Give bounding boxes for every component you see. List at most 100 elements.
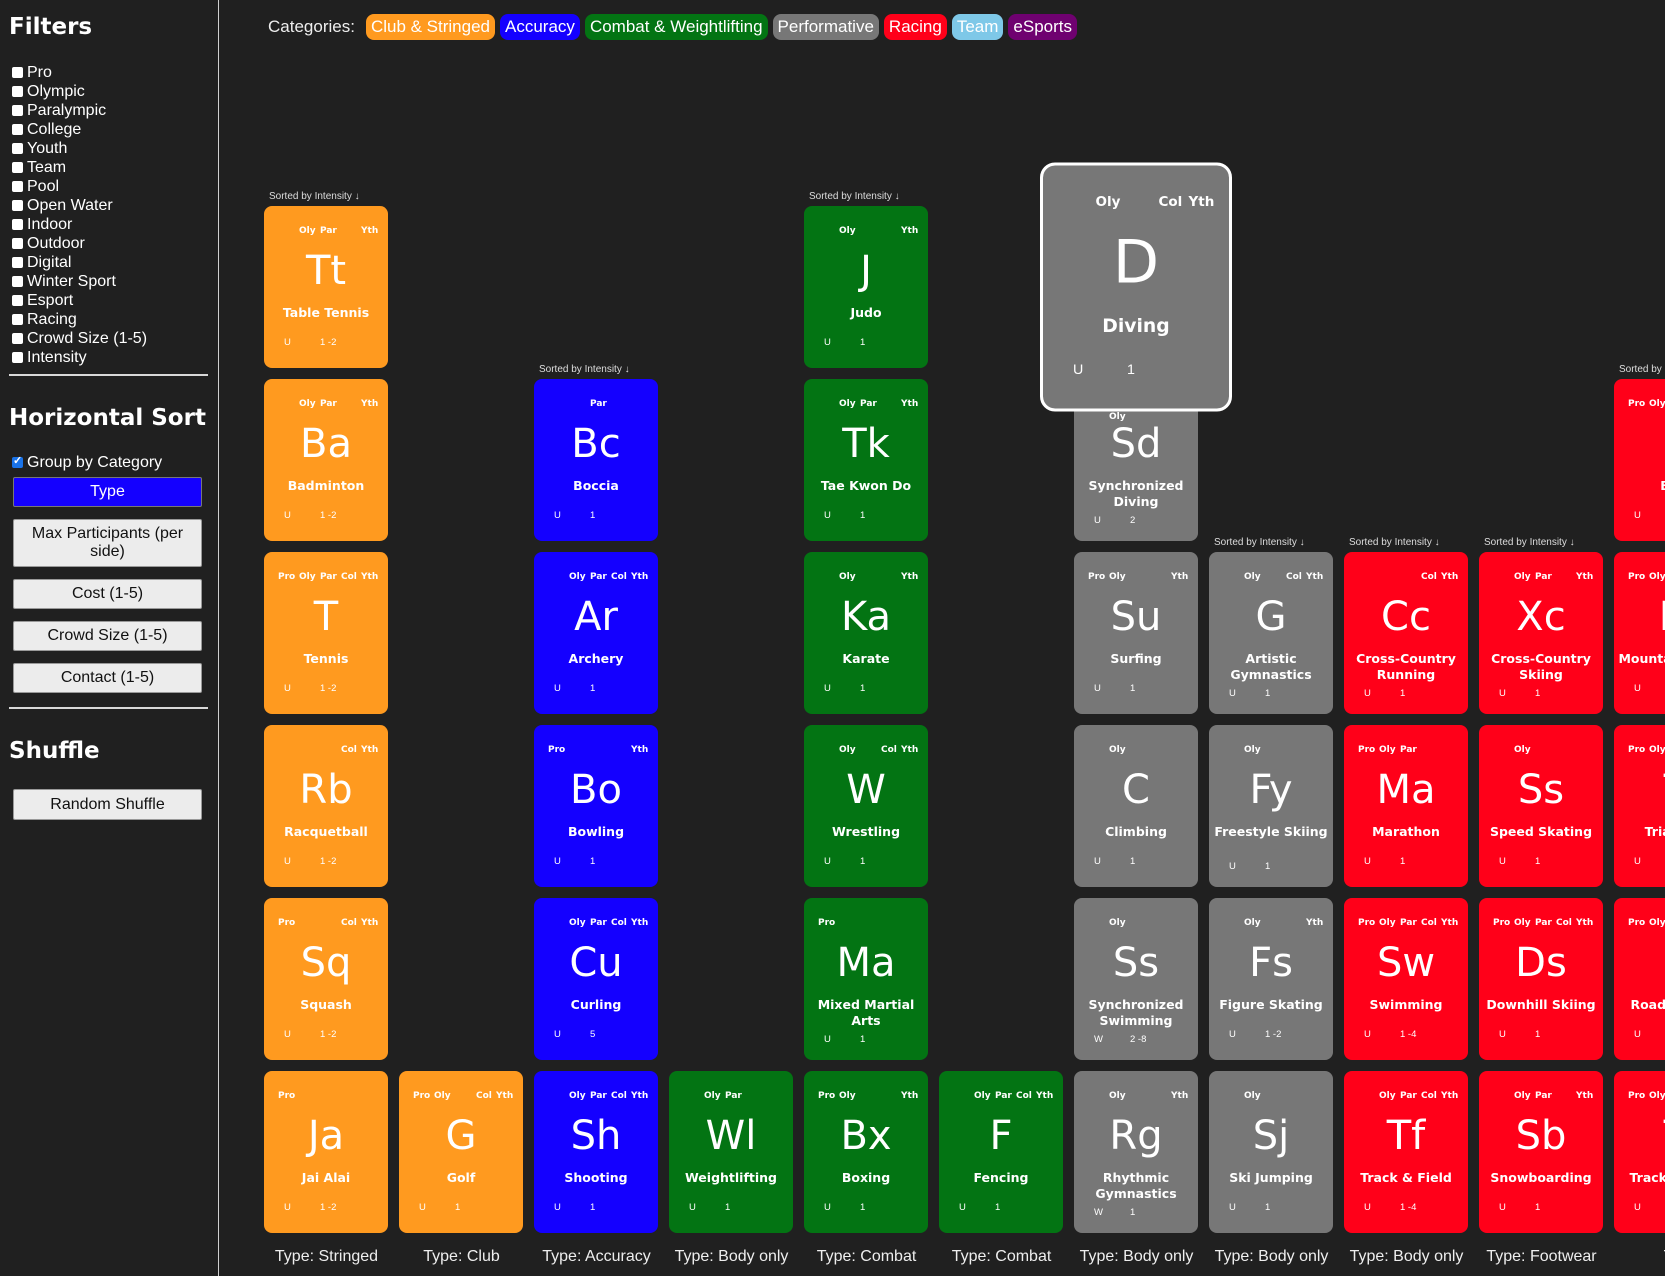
filter-intensity[interactable]: Intensity	[12, 348, 147, 367]
category-pill-combat-weightlifting[interactable]: Combat & Weightlifting	[584, 14, 768, 40]
sort-contact-button[interactable]: Contact (1-5)	[13, 663, 202, 693]
filter-paralympic[interactable]: Paralympic	[12, 101, 147, 120]
filter-pro[interactable]: Pro	[12, 63, 147, 82]
category-pill-accuracy[interactable]: Accuracy	[500, 14, 580, 40]
filter-esport[interactable]: Esport	[12, 291, 147, 310]
sort-crowd-size-button[interactable]: Crowd Size (1-5)	[13, 621, 202, 651]
sport-card-bmx[interactable]: ProOlyBBMXU	[1614, 379, 1665, 541]
gender-label: U	[284, 683, 291, 694]
filter-team[interactable]: Team	[12, 158, 147, 177]
checkbox-icon[interactable]	[12, 143, 23, 154]
filter-open-water[interactable]: Open Water	[12, 196, 147, 215]
column-sort-label: Sorted by Intensity ↓	[1619, 364, 1665, 375]
checkbox-icon[interactable]	[12, 162, 23, 173]
checkbox-icon[interactable]	[12, 124, 23, 135]
checkbox-icon[interactable]	[12, 333, 23, 344]
checkbox-icon[interactable]	[12, 454, 23, 468]
sport-name: Snowboarding	[1490, 1170, 1592, 1185]
filter-crowd-size-1-5[interactable]: Crowd Size (1-5)	[12, 329, 147, 348]
checkbox-icon[interactable]	[12, 238, 23, 249]
category-pill-club-stringed[interactable]: Club & Stringed	[365, 14, 496, 40]
checkbox-icon[interactable]	[12, 200, 23, 211]
filter-college[interactable]: College	[12, 120, 147, 139]
sort-cost-button[interactable]: Cost (1-5)	[13, 579, 202, 609]
filter-youth[interactable]: Youth	[12, 139, 147, 158]
checkbox-icon[interactable]	[12, 181, 23, 192]
category-pill-esports[interactable]: eSports	[1008, 14, 1078, 40]
checkbox-icon[interactable]	[12, 219, 23, 230]
checkbox-icon[interactable]	[12, 86, 23, 97]
sport-symbol: Sh	[570, 1113, 622, 1159]
random-shuffle-button[interactable]: Random Shuffle	[13, 789, 202, 820]
tag-yth: Yth	[631, 572, 649, 582]
checkbox-icon[interactable]	[12, 67, 23, 78]
sport-card-triathlon[interactable]: ProOlyTTriathlonU	[1614, 725, 1665, 887]
sport-card-track-cycling[interactable]: ProOlyTTrack CyclingU	[1614, 1071, 1665, 1233]
sort-type-button[interactable]: Type	[13, 477, 202, 507]
tag-par: Par	[725, 1091, 742, 1101]
checkbox-icon[interactable]	[12, 295, 23, 306]
checkbox-icon[interactable]	[12, 352, 23, 363]
tag-pro: Pro	[818, 1091, 836, 1101]
filter-racing[interactable]: Racing	[12, 310, 147, 329]
category-pill-performative[interactable]: Performative	[772, 14, 879, 40]
checkbox-icon[interactable]	[12, 105, 23, 116]
sort-max-participants-button[interactable]: Max Participants (per side)	[13, 519, 202, 567]
category-pill-team[interactable]: Team	[951, 14, 1004, 40]
tag-col: Col	[1016, 1091, 1032, 1101]
filter-pool[interactable]: Pool	[12, 177, 147, 196]
checkbox-icon[interactable]	[12, 314, 23, 325]
filter-indoor[interactable]: Indoor	[12, 215, 147, 234]
checkbox-icon[interactable]	[12, 257, 23, 268]
checkbox-icon[interactable]	[12, 276, 23, 287]
filter-winter-sport[interactable]: Winter Sport	[12, 272, 147, 291]
gender-label: U	[1094, 856, 1101, 867]
filter-digital[interactable]: Digital	[12, 253, 147, 272]
group-by-category-checkbox[interactable]: Group by Category	[12, 453, 162, 472]
sport-card-mountain-biking[interactable]: ProOlyMMountain BikingU	[1614, 552, 1665, 714]
filter-outdoor[interactable]: Outdoor	[12, 234, 147, 253]
sport-card-road-cycling[interactable]: ProOlyRRoad CyclingU	[1614, 898, 1665, 1060]
category-pill-racing[interactable]: Racing	[883, 14, 947, 40]
tag-yth: Yth	[361, 918, 379, 928]
filter-olympic[interactable]: Olympic	[12, 82, 147, 101]
